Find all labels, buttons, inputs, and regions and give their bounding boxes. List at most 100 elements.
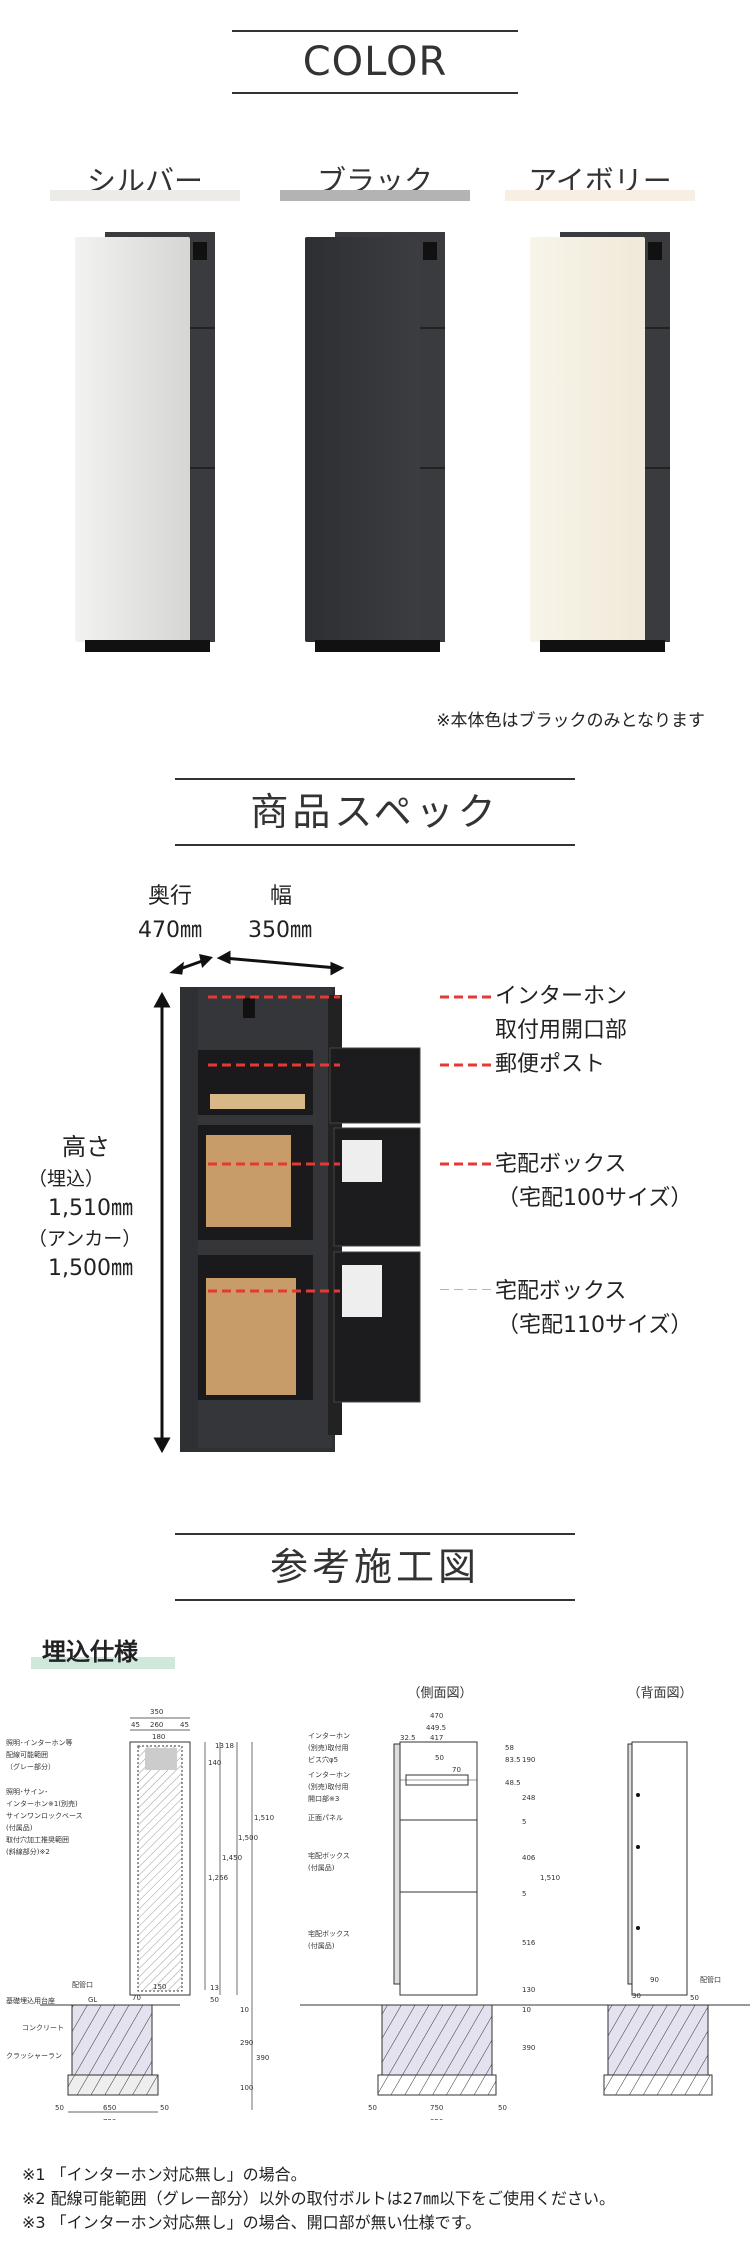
dim-140: 140: [208, 1759, 221, 1767]
width-label: 幅: [270, 884, 293, 909]
construction-subtitle: 埋込仕様: [42, 1638, 138, 1666]
dim: 417: [430, 1734, 443, 1742]
color-swatch-ivory: [505, 190, 695, 201]
dim-45: 45: [131, 1721, 140, 1729]
label: 開口部※3: [308, 1794, 339, 1803]
dim: 190: [522, 1756, 535, 1764]
label: 照明･インターホン等: [6, 1738, 73, 1747]
callout-mail-post: 郵便ポスト: [495, 1048, 605, 1082]
label: 正面パネル: [308, 1814, 343, 1822]
dim-390: 390: [256, 2054, 269, 2062]
label: クラッシャーラン: [6, 2052, 62, 2060]
label: 基礎埋込用台座: [6, 1996, 55, 2005]
dim: 390: [522, 2044, 535, 2052]
dim: 449.5: [426, 1724, 446, 1732]
label: (付属品): [6, 1823, 33, 1832]
dim: 32.5: [400, 1734, 416, 1742]
label: （グレー部分）: [6, 1762, 55, 1771]
label: 配管口: [72, 1980, 93, 1989]
dim: 248: [522, 1794, 535, 1802]
dim: 470: [430, 1712, 443, 1720]
dim-350: 350: [150, 1708, 163, 1716]
callout-delivery-box-110: 宅配ボックス （宅配110サイズ）: [495, 1275, 692, 1343]
construction-section-title: 参考施工図: [175, 1533, 575, 1601]
label: インターホン※1(別売): [6, 1799, 78, 1808]
dim: 10: [522, 2006, 531, 2014]
dim: 83.5: [505, 1756, 521, 1764]
dim: 50: [690, 1994, 699, 2002]
callout-intercom-opening: インターホン 取付用開口部: [495, 980, 627, 1048]
label: (別売)取付用: [308, 1782, 348, 1791]
dim-1510: 1,510: [254, 1814, 274, 1822]
label: 照明･サイン･: [6, 1788, 48, 1796]
subtitle-bar: [31, 1657, 175, 1669]
spec-title: 商品スペック: [250, 790, 500, 834]
color-title: COLOR: [302, 39, 448, 85]
dim: 5: [522, 1890, 526, 1898]
dim: 58: [505, 1744, 514, 1752]
dim-45b: 45: [180, 1721, 189, 1729]
dim: 1,510: [540, 1874, 560, 1882]
dim-18: 18: [225, 1742, 234, 1750]
label: 配線可能範囲: [6, 1750, 48, 1759]
dim-1500: 1,500: [238, 1834, 258, 1842]
dim: 48.5: [505, 1779, 521, 1787]
depth-value: 470㎜: [138, 918, 202, 943]
dim: 850: [430, 2118, 443, 2120]
dim: 5: [522, 1818, 526, 1826]
callout-line1: 宅配ボックス: [495, 1279, 627, 1304]
footnote-2: ※2 配線可能範囲（グレー部分）以外の取付ボルトは27㎜以下をご使用ください。: [22, 2189, 616, 2208]
depth-label: 奥行: [148, 884, 193, 909]
label: (付属品): [308, 1863, 335, 1872]
width-value: 350㎜: [248, 918, 312, 943]
label: (別売)取付用: [308, 1743, 348, 1752]
dim: 50: [498, 2104, 507, 2112]
height-embed-label: （埋込）: [28, 1168, 105, 1190]
label: 配管口: [700, 1975, 721, 1984]
label: 宅配ボックス: [308, 1851, 350, 1860]
dim: 30: [632, 1992, 641, 2000]
dim-150: 150: [153, 1983, 166, 1991]
height-embed-value: 1,510㎜: [48, 1196, 133, 1221]
dim-750: 750: [103, 2118, 116, 2120]
product-image-black: [305, 232, 445, 652]
side-view-heading: （側面図）: [407, 1686, 473, 1701]
dim: 406: [522, 1854, 536, 1862]
callout-line1: インターホン: [495, 984, 628, 1009]
height-label: 高さ: [62, 1133, 110, 1161]
product-image-silver: [75, 232, 215, 652]
dim: 516: [522, 1939, 536, 1947]
color-section-title: COLOR: [232, 30, 518, 94]
color-note: ※本体色はブラックのみとなります: [436, 711, 705, 731]
spec-product-image: [153, 950, 421, 1454]
callout-delivery-box-100: 宅配ボックス （宅配100サイズ）: [495, 1148, 692, 1216]
callout-leaders: [440, 995, 494, 1290]
dim-1266: 1,266: [208, 1874, 229, 1882]
callout-line1: 郵便ポスト: [495, 1052, 606, 1077]
back-drawing: 配管口 90 30 50: [580, 1741, 750, 2096]
height-anchor-label: （アンカー）: [28, 1228, 142, 1250]
dim: 130: [522, 1986, 535, 1994]
dim: 750: [430, 2104, 443, 2112]
label: ビス穴φ5: [308, 1755, 338, 1764]
back-view-heading: （背面図）: [627, 1686, 693, 1701]
dim-50: 50: [210, 1996, 219, 2004]
color-swatch-silver: [50, 190, 240, 201]
dim-1450: 1,450: [222, 1854, 242, 1862]
dim-50-right: 50: [160, 2104, 169, 2112]
label: (付属品): [308, 1941, 335, 1950]
color-swatch-black: [280, 190, 470, 201]
height-anchor-value: 1,500㎜: [48, 1256, 133, 1281]
dim-13b: 13: [210, 1984, 219, 1992]
dim: 90: [650, 1976, 659, 1984]
dim-180: 180: [152, 1733, 165, 1741]
dim-70: 70: [132, 1994, 141, 2002]
callout-line2: （宅配100サイズ）: [497, 1186, 693, 1211]
dim-100: 100: [240, 2084, 253, 2092]
product-image-ivory: [530, 232, 670, 652]
dim-290: 290: [240, 2039, 253, 2047]
callout-line1: 宅配ボックス: [495, 1152, 627, 1177]
dim-10: 10: [240, 2006, 249, 2014]
label: インターホン: [308, 1731, 350, 1740]
dim: 70: [452, 1766, 461, 1774]
